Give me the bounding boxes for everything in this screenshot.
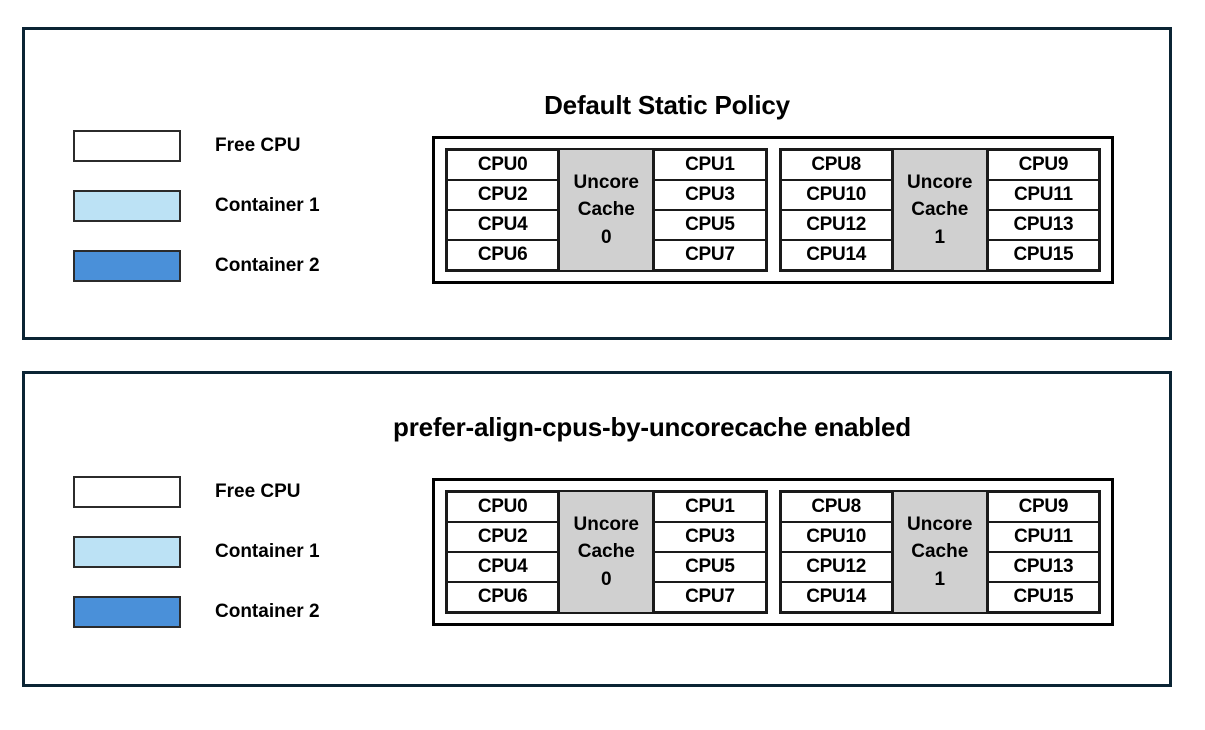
cpu-cell: CPU8 bbox=[779, 149, 893, 181]
uncore-cache-group-0: CPU0 CPU2 CPU4 CPU6 Uncore Cache 0 CPU1 … bbox=[445, 148, 768, 272]
uncore-cache-index: 1 bbox=[934, 568, 946, 590]
cpu-cell: CPU9 bbox=[986, 491, 1100, 523]
legend-swatch-container-1 bbox=[73, 190, 181, 222]
uncore-cache-group-1: CPU8 CPU10 CPU12 CPU14 Uncore Cache 1 CP… bbox=[778, 490, 1101, 614]
panel-default-static-policy: Default Static Policy Free CPU Container… bbox=[22, 27, 1172, 340]
cpu-cell: CPU10 bbox=[779, 521, 893, 553]
legend-swatch-container-1 bbox=[73, 536, 181, 568]
cpu-cell: CPU7 bbox=[653, 581, 767, 613]
cpu-cell: CPU0 bbox=[446, 491, 560, 523]
legend-item: Container 1 bbox=[73, 190, 320, 222]
cpu-cell: CPU6 bbox=[446, 239, 560, 271]
cpu-column-left: CPU8 CPU10 CPU12 CPU14 bbox=[779, 491, 893, 613]
cpu-cell: CPU0 bbox=[446, 149, 560, 181]
legend-label-free-cpu: Free CPU bbox=[215, 481, 301, 502]
uncore-cache-line-2: Cache bbox=[577, 199, 635, 221]
cpu-cell: CPU7 bbox=[653, 239, 767, 271]
cpu-topology-diagram: CPU0 CPU2 CPU4 CPU6 Uncore Cache 0 CPU1 … bbox=[432, 478, 1114, 626]
legend: Free CPU Container 1 Container 2 bbox=[73, 476, 320, 656]
cpu-cell: CPU5 bbox=[653, 551, 767, 583]
uncore-cache-line-2: Cache bbox=[577, 541, 635, 563]
uncore-cache-index: 0 bbox=[600, 226, 612, 248]
legend-item: Free CPU bbox=[73, 476, 320, 508]
uncore-cache-line-1: Uncore bbox=[573, 513, 639, 535]
legend-item: Container 1 bbox=[73, 536, 320, 568]
uncore-cache-label-0: Uncore Cache 0 bbox=[558, 492, 655, 612]
cpu-cell: CPU13 bbox=[986, 209, 1100, 241]
uncore-cache-group-0: CPU0 CPU2 CPU4 CPU6 Uncore Cache 0 CPU1 … bbox=[445, 490, 768, 614]
cpu-cell: CPU1 bbox=[653, 149, 767, 181]
cpu-cell: CPU11 bbox=[986, 179, 1100, 211]
cpu-column-right: CPU9 CPU11 CPU13 CPU15 bbox=[986, 149, 1100, 271]
legend-swatch-container-2 bbox=[73, 250, 181, 282]
uncore-cache-label-1: Uncore Cache 1 bbox=[891, 150, 988, 270]
cpu-column-right: CPU1 CPU3 CPU5 CPU7 bbox=[653, 491, 767, 613]
legend: Free CPU Container 1 Container 2 bbox=[73, 130, 320, 310]
cpu-cell: CPU3 bbox=[653, 179, 767, 211]
cpu-column-right: CPU1 CPU3 CPU5 CPU7 bbox=[653, 149, 767, 271]
cpu-cell: CPU2 bbox=[446, 521, 560, 553]
cpu-cell: CPU14 bbox=[779, 581, 893, 613]
uncore-cache-line-2: Cache bbox=[911, 199, 969, 221]
uncore-cache-line-1: Uncore bbox=[907, 171, 973, 193]
cpu-cell: CPU4 bbox=[446, 209, 560, 241]
legend-label-container-1: Container 1 bbox=[215, 541, 320, 562]
uncore-cache-line-2: Cache bbox=[911, 541, 969, 563]
cpu-cell: CPU3 bbox=[653, 521, 767, 553]
legend-swatch-free-cpu bbox=[73, 476, 181, 508]
cpu-cell: CPU14 bbox=[779, 239, 893, 271]
legend-label-container-2: Container 2 bbox=[215, 601, 320, 622]
cpu-cell: CPU12 bbox=[779, 209, 893, 241]
cpu-cell: CPU11 bbox=[986, 521, 1100, 553]
legend-label-container-1: Container 1 bbox=[215, 195, 320, 216]
legend-label-free-cpu: Free CPU bbox=[215, 135, 301, 156]
legend-item: Free CPU bbox=[73, 130, 320, 162]
uncore-cache-index: 1 bbox=[934, 226, 946, 248]
uncore-cache-line-1: Uncore bbox=[573, 171, 639, 193]
legend-item: Container 2 bbox=[73, 250, 320, 282]
cpu-cell: CPU12 bbox=[779, 551, 893, 583]
cpu-cell: CPU8 bbox=[779, 491, 893, 523]
cpu-column-left: CPU0 CPU2 CPU4 CPU6 bbox=[446, 149, 560, 271]
cpu-cell: CPU15 bbox=[986, 581, 1100, 613]
uncore-cache-line-1: Uncore bbox=[907, 513, 973, 535]
cpu-cell: CPU4 bbox=[446, 551, 560, 583]
legend-swatch-container-2 bbox=[73, 596, 181, 628]
legend-item: Container 2 bbox=[73, 596, 320, 628]
cpu-topology-diagram: CPU0 CPU2 CPU4 CPU6 Uncore Cache 0 CPU1 … bbox=[432, 136, 1114, 284]
legend-label-container-2: Container 2 bbox=[215, 255, 320, 276]
cpu-cell: CPU1 bbox=[653, 491, 767, 523]
uncore-cache-index: 0 bbox=[600, 568, 612, 590]
page-title: prefer-align-cpus-by-uncorecache enabled bbox=[393, 412, 911, 442]
cpu-cell: CPU15 bbox=[986, 239, 1100, 271]
legend-swatch-free-cpu bbox=[73, 130, 181, 162]
cpu-column-left: CPU0 CPU2 CPU4 CPU6 bbox=[446, 491, 560, 613]
cpu-cell: CPU13 bbox=[986, 551, 1100, 583]
page-title: Default Static Policy bbox=[544, 90, 790, 120]
panel-prefer-align-cpus-by-uncorecache: prefer-align-cpus-by-uncorecache enabled… bbox=[22, 371, 1172, 687]
cpu-cell: CPU5 bbox=[653, 209, 767, 241]
cpu-column-left: CPU8 CPU10 CPU12 CPU14 bbox=[779, 149, 893, 271]
uncore-cache-group-1: CPU8 CPU10 CPU12 CPU14 Uncore Cache 1 CP… bbox=[778, 148, 1101, 272]
uncore-cache-label-0: Uncore Cache 0 bbox=[558, 150, 655, 270]
uncore-cache-label-1: Uncore Cache 1 bbox=[891, 492, 988, 612]
cpu-cell: CPU2 bbox=[446, 179, 560, 211]
cpu-cell: CPU10 bbox=[779, 179, 893, 211]
cpu-cell: CPU6 bbox=[446, 581, 560, 613]
cpu-column-right: CPU9 CPU11 CPU13 CPU15 bbox=[986, 491, 1100, 613]
cpu-cell: CPU9 bbox=[986, 149, 1100, 181]
